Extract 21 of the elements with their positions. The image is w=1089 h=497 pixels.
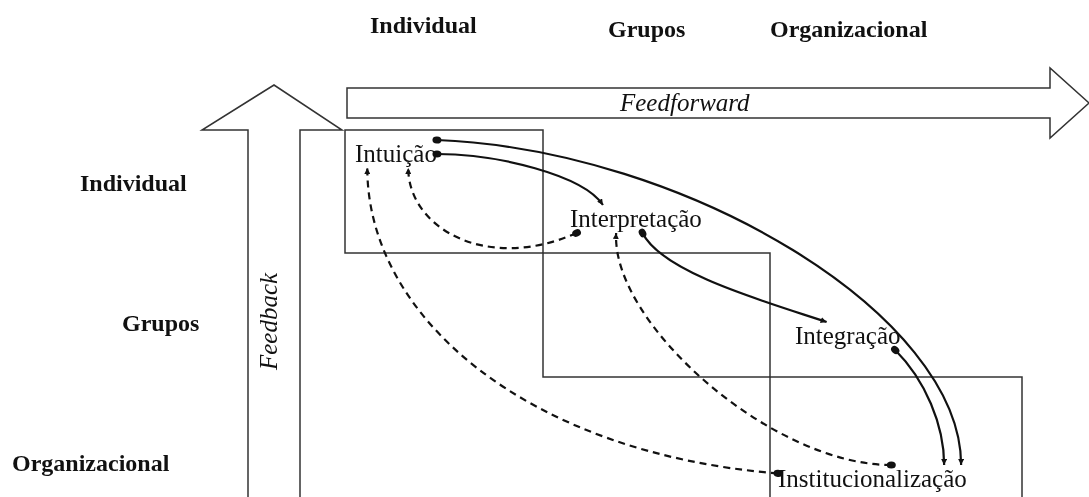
arrow	[432, 150, 604, 206]
arrow	[613, 232, 896, 469]
column-header: Grupos	[608, 16, 686, 43]
stage-label: Intuição	[355, 140, 437, 168]
stage-label: Institucionalização	[778, 465, 967, 493]
hollow-arrow	[346, 66, 1089, 140]
arrow	[432, 136, 964, 466]
column-header: Organizacional	[770, 16, 928, 43]
row-header: Grupos	[122, 310, 200, 337]
stage-label: Feedforward	[620, 89, 750, 117]
stage-label: Integração	[795, 322, 901, 350]
arrow	[891, 345, 947, 466]
hollow-arrow	[199, 84, 345, 497]
stage-label: Interpretação	[570, 205, 702, 233]
arrow	[405, 167, 581, 250]
stage-label: Feedback	[255, 272, 283, 370]
column-header: Individual	[370, 12, 477, 39]
row-header: Organizacional	[12, 450, 170, 477]
arrow	[638, 228, 827, 324]
row-header: Individual	[80, 170, 187, 197]
arrow	[364, 167, 783, 477]
